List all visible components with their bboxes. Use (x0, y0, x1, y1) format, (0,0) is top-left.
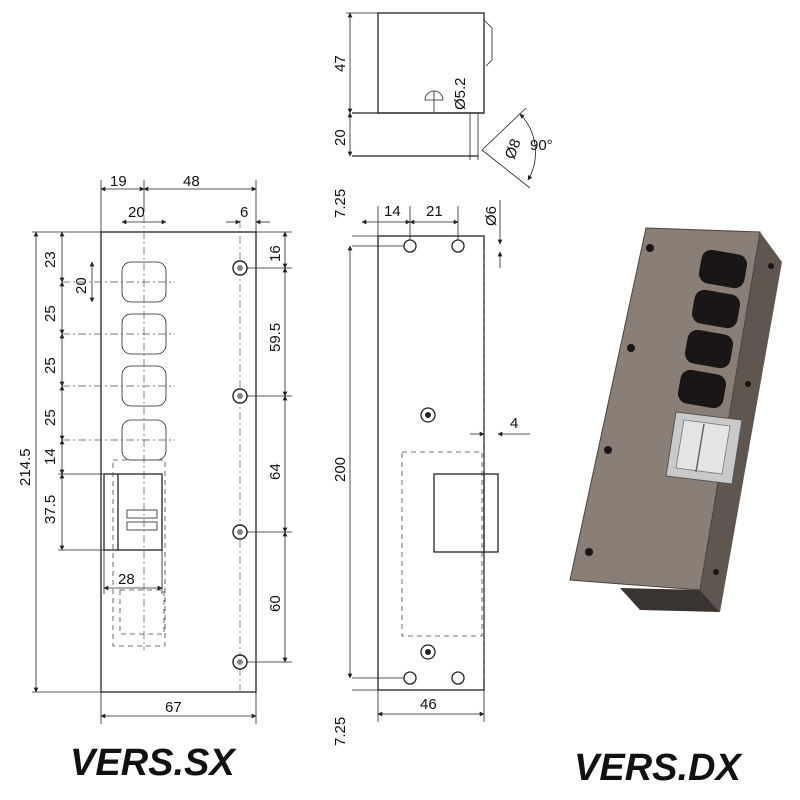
dx-dim-47: 47 (332, 55, 349, 72)
screw-hole-3 (604, 446, 612, 454)
sx-dim-59-5: 59.5 (267, 323, 284, 352)
dx-dim-20: 20 (332, 129, 349, 146)
screw-hole-1 (646, 244, 654, 252)
sx-hidden-box (112, 459, 166, 647)
dx-dim-7-25-top: 7.25 (332, 189, 349, 218)
dx-top-view: 47 20 Ø5.2 Ø8 90° (332, 12, 553, 189)
sx-dim-67: 67 (165, 699, 182, 716)
dx-plate-outline (377, 235, 485, 691)
product-illustration (569, 227, 782, 612)
sx-dim-6: 6 (240, 204, 248, 221)
dx-screw-hole-tr (451, 239, 465, 253)
dx-screw-hole-bl (403, 671, 417, 685)
dx-dim-8: Ø8 (502, 137, 525, 162)
sx-dim-37-5: 37.5 (42, 495, 59, 524)
sx-dim-60: 60 (267, 595, 284, 612)
dx-front-view: 14 21 Ø6 7.25 200 7.25 4 46 (332, 189, 530, 746)
dx-dim-200: 200 (332, 457, 349, 482)
sx-view: 19 48 20 6 23 25 25 25 14 37.5 (17, 173, 292, 724)
dx-latch (433, 473, 499, 553)
dx-dim-90: 90° (530, 137, 553, 154)
sx-dim-20-side: 20 (73, 277, 90, 294)
dx-dim-4: 4 (510, 415, 518, 432)
dx-dim-14: 14 (384, 203, 401, 220)
dx-dim-7-25-bottom: 7.25 (332, 717, 349, 746)
sx-dim-25-a: 25 (42, 305, 59, 322)
dx-top-dims: 47 20 Ø5.2 Ø8 90° (332, 12, 553, 189)
screw-hole-2 (627, 344, 635, 352)
sx-latch-window (103, 473, 163, 551)
sx-dim-214-5: 214.5 (17, 448, 34, 486)
title-vers-dx: VERS.DX (574, 747, 743, 789)
dx-dim-5-2: Ø5.2 (452, 77, 469, 110)
sx-dim-28: 28 (118, 571, 135, 588)
sx-dim-20-top: 20 (128, 204, 145, 221)
sx-dim-25-b: 25 (42, 357, 59, 374)
sx-dim-19: 19 (110, 173, 127, 190)
keeper-hole-3 (684, 329, 734, 369)
dx-screw-hole-br (451, 671, 465, 685)
sx-dim-23: 23 (42, 251, 59, 268)
dx-dim-46: 46 (420, 696, 437, 713)
dx-hidden-box (401, 451, 483, 637)
dx-dim-21: 21 (426, 203, 443, 220)
sx-dim-16: 16 (267, 245, 284, 262)
keeper-hole-4 (677, 369, 727, 409)
title-vers-sx: VERS.SX (70, 742, 237, 784)
screw-hole-4 (585, 548, 593, 556)
dx-dim-6: Ø6 (483, 206, 500, 226)
sx-plate-outline (100, 231, 257, 693)
dx-front-dims: 14 21 Ø6 7.25 200 7.25 4 46 (332, 189, 530, 746)
sx-dim-64: 64 (267, 463, 284, 480)
sx-dim-48: 48 (183, 173, 200, 190)
sx-dim-25-c: 25 (42, 409, 59, 426)
sx-dim-14: 14 (42, 448, 59, 465)
keeper-hole-2 (691, 289, 741, 329)
dx-screw-hole-tl (403, 239, 417, 253)
keeper-hole-1 (698, 249, 748, 289)
sx-dims: 19 48 20 6 23 25 25 25 14 37.5 (17, 173, 292, 724)
